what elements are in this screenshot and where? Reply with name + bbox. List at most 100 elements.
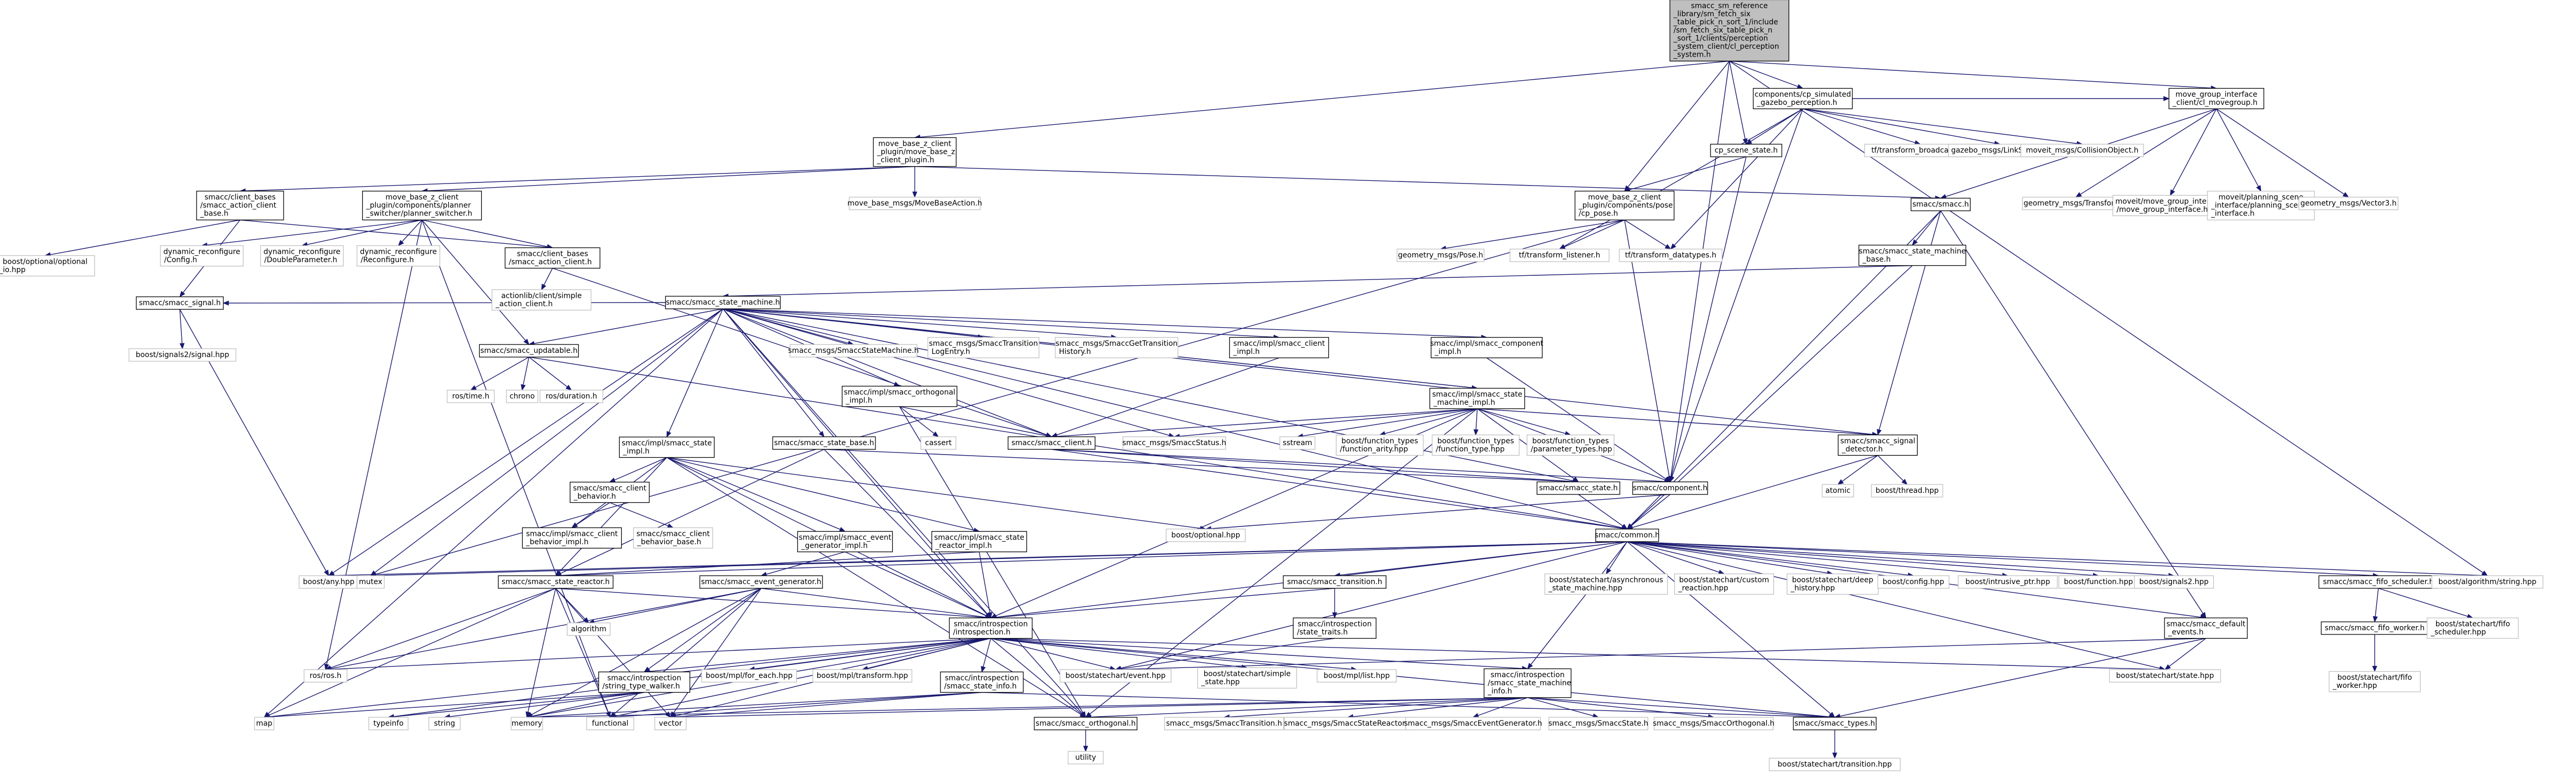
edge-implstate-to-implsr: [666, 457, 975, 531]
node-implstate[interactable]: smacc/impl/smacc_state_impl.h: [619, 436, 715, 458]
node-label-implclient-line-1: _impl.h: [1233, 348, 1260, 356]
node-cpsim[interactable]: components/cp_simulated_gazebo_perceptio…: [1752, 88, 1853, 110]
edge-arrowhead-common-to-bscasync: [1606, 568, 1611, 575]
edge-arrowhead-fifoworker-to-bscfifow: [2372, 666, 2377, 672]
node-msgstate: smacc_msgs/SmaccState.h: [1549, 717, 1648, 730]
edge-intrstw-to-map: [269, 692, 645, 718]
node-updatable[interactable]: smacc/smacc_updatable.h: [479, 344, 579, 358]
edge-implstate-to-impleg: [666, 457, 841, 530]
node-orthogonal[interactable]: smacc/smacc_orthogonal.h: [1034, 717, 1138, 730]
node-msgorth: smacc_msgs/SmaccOrthogonal.h: [1653, 717, 1774, 730]
node-bscfifosch: boost/statechart/fifo_scheduler.hpp: [2427, 617, 2519, 639]
node-label-smbase-line-1: _base.h: [1862, 255, 1891, 264]
edge-state-to-common: [1578, 494, 1623, 526]
node-implclient[interactable]: smacc/impl/smacc_client_impl.h: [1229, 337, 1329, 359]
node-transition[interactable]: smacc/smacc_transition.h: [1283, 575, 1387, 589]
node-tfdtypes: tf/transform_datatypes.h: [1619, 249, 1723, 262]
node-mbzplug[interactable]: move_base_z_client_plugin/move_base_z_cl…: [873, 137, 957, 167]
node-cpscene[interactable]: cp_scene_state.h: [1710, 144, 1782, 157]
node-implsm[interactable]: smacc/impl/smacc_state_machine_impl.h: [1429, 387, 1525, 409]
node-mgic[interactable]: move_group_interface_client/cl_movegroup…: [2168, 88, 2265, 110]
node-box-root: [1669, 0, 1790, 62]
node-implclbeh[interactable]: smacc/impl/smacc_client_behavior_impl.h: [522, 527, 622, 549]
node-box-orthogonal: [1034, 717, 1138, 730]
edge-implsm-to-bftarity: [1384, 408, 1478, 434]
node-box-rosrosh: [304, 669, 348, 683]
node-label-clbehbase-line-1: _behavior_base.h: [637, 538, 701, 546]
node-common[interactable]: smacc/common.h: [1595, 529, 1660, 542]
node-signal[interactable]: smacc/smacc_signal.h: [136, 296, 224, 310]
node-client[interactable]: smacc/smacc_client.h: [1008, 436, 1096, 450]
node-box-balgstr: [2431, 575, 2543, 589]
node-label-bsccustom-line-0: boost/statechart/custom: [1679, 576, 1769, 585]
node-dynreconf: dynamic_reconfigure/Reconfigure.h: [356, 245, 440, 267]
node-map: map: [254, 717, 275, 730]
node-clbasesac[interactable]: smacc/client_bases/smacc_action_client.h: [504, 247, 601, 269]
edge-arrowhead-cpsim-to-tfdtypes: [1670, 243, 1676, 250]
edge-client-to-component: [1051, 449, 1665, 482]
node-bany: boost/any.hpp: [298, 575, 359, 589]
node-statebase[interactable]: smacc/smacc_state_base.h: [772, 436, 876, 450]
node-intrtraits[interactable]: smacc/introspection/state_traits.h: [1293, 617, 1377, 639]
node-label-moveitpsi-line-0: moveit/planning_scene: [2218, 193, 2303, 202]
node-label-mbzplanner-line-1: _plugin/components/planner: [366, 201, 471, 210]
node-fifosched[interactable]: smacc/smacc_fifo_scheduler.h: [2318, 575, 2439, 589]
node-label-clbasesac-line-1: /smacc_action_client.h: [509, 258, 592, 266]
edge-introsp-to-rosrosh: [330, 638, 991, 670]
node-types[interactable]: smacc/smacc_types.h: [1793, 717, 1877, 730]
node-label-transition-line-0: smacc/smacc_transition.h: [1287, 578, 1382, 586]
node-intrstw[interactable]: smacc/introspection/string_type_walker.h: [598, 671, 690, 693]
node-label-actionlib-line-1: _action_client.h: [495, 300, 553, 308]
node-label-intrsmi-line-2: _info.h: [1487, 687, 1512, 696]
node-state[interactable]: smacc/smacc_state.h: [1536, 481, 1620, 495]
node-label-root-line-2: _table_pick_n_sort_1/include: [1673, 18, 1778, 27]
edge-egen-to-introsp: [761, 588, 986, 618]
node-boostsig2: boost/signals2/signal.hpp: [128, 348, 236, 362]
node-balgstr: boost/algorithm/string.hpp: [2431, 575, 2543, 589]
node-clbases[interactable]: smacc/client_bases/smacc_action_client_b…: [196, 190, 284, 221]
node-label-cpscene-line-0: cp_scene_state.h: [1715, 146, 1778, 155]
edge-mbzplanner-to-rosrosh: [326, 220, 423, 665]
node-sigdet[interactable]: smacc/smacc_signal_detector.h: [1837, 434, 1918, 456]
node-intrsmi[interactable]: smacc/introspection/smacc_state_machine_…: [1484, 668, 1572, 698]
node-functional: functional: [586, 717, 634, 730]
node-label-moveitpsi-line-2: _interface.h: [2211, 210, 2255, 218]
node-introsp[interactable]: smacc/introspection/introspection.h: [949, 617, 1033, 639]
node-label-bmplfe-line-0: boost/mpl/for_each.hpp: [706, 672, 793, 680]
node-statemachine[interactable]: smacc/smacc_state_machine.h: [665, 296, 781, 309]
node-box-fifosched: [2318, 575, 2439, 589]
edge-sreactor-to-memory: [527, 588, 556, 713]
edge-arrowhead-fifosched-to-fifoworker: [2373, 616, 2378, 623]
node-box-clbases: [196, 190, 284, 221]
edge-introsp-to-bmpllist: [990, 638, 1352, 670]
edge-arrowhead-implstate-to-impleg: [839, 527, 846, 532]
node-root[interactable]: smacc_sm_reference_library/sm_fetch_six_…: [1669, 0, 1790, 62]
node-label-sstream-line-0: sstream: [1283, 439, 1312, 447]
edge-mbzpose-to-mutex: [375, 219, 1625, 575]
node-fifoworker[interactable]: smacc/smacc_fifo_worker.h: [2321, 621, 2429, 635]
node-smbase[interactable]: smacc/smacc_state_machine_base.h: [1858, 244, 1966, 266]
node-implorth[interactable]: smacc/impl/smacc_orthogonal_impl.h: [841, 385, 958, 407]
edge-mbzplug-to-clbases: [245, 166, 915, 191]
node-mbzpose[interactable]: move_base_z_client_plugin/components/pos…: [1574, 190, 1675, 221]
node-mbzplanner[interactable]: move_base_z_client_plugin/components/pla…: [362, 190, 482, 221]
node-label-defevents-line-0: smacc/smacc_default: [2167, 620, 2246, 629]
node-component[interactable]: smacc/component.h: [1632, 481, 1708, 495]
node-box-bsccustom: [1674, 573, 1774, 595]
node-implsr[interactable]: smacc/impl/smacc_state_reactor_impl.h: [931, 531, 1027, 553]
node-sreactor[interactable]: smacc/smacc_state_reactor.h: [497, 575, 614, 589]
edge-intrsmi-to-msgorth: [1527, 697, 1709, 717]
node-smaccsmacc[interactable]: smacc/smacc.h: [1910, 198, 1971, 211]
edge-mbzpose-to-geopose: [1445, 219, 1625, 249]
node-label-dyndouble-line-0: dynamic_reconfigure: [264, 248, 341, 256]
node-egen[interactable]: smacc/smacc_event_generator.h: [699, 575, 823, 589]
node-implcomp[interactable]: smacc/impl/smacc_component_impl.h: [1430, 337, 1543, 359]
node-label-bscevent-line-0: boost/statechart/event.hpp: [1065, 672, 1165, 680]
node-label-clbeh-line-1: _behavior.h: [573, 492, 616, 501]
node-defevents[interactable]: smacc/smacc_default_events.h: [2164, 617, 2248, 639]
edge-implclient-to-client: [1056, 357, 1280, 436]
node-intrsi[interactable]: smacc/introspection/smacc_state_info.h: [940, 671, 1024, 693]
node-bftparam: boost/function_types/parameter_types.hpp: [1527, 434, 1615, 456]
node-clbeh[interactable]: smacc/smacc_client_behavior.h: [569, 481, 650, 503]
node-impleg[interactable]: smacc/impl/smacc_event_generator_impl.h: [797, 531, 893, 553]
